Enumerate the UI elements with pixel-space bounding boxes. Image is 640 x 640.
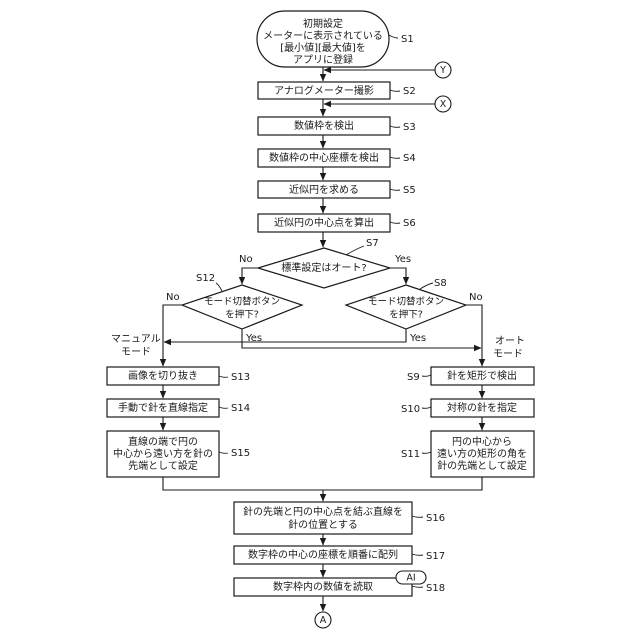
s7-yes-label: Yes	[394, 254, 411, 265]
s18-leader	[412, 586, 423, 587]
s12-text-1: モード切替ボタン	[204, 296, 280, 308]
s15-text-1: 直線の端で円の	[128, 435, 198, 448]
s13-text: 画像を切り抜き	[128, 369, 198, 382]
s16-label: S16	[426, 513, 445, 524]
s1-text-4: アプリに登録	[293, 53, 353, 66]
s10-text: 対称の針を指定	[447, 401, 517, 414]
s1-leader	[389, 35, 398, 38]
connector-ai-label: AI	[406, 573, 415, 584]
s8-label: S8	[434, 278, 447, 289]
s17-leader	[412, 554, 423, 555]
s14-leader	[219, 407, 228, 408]
s7-text: 標準設定はオート?	[281, 261, 366, 274]
s15-label: S15	[231, 448, 250, 459]
s7-no-label: No	[239, 254, 253, 265]
s6-label: S6	[403, 218, 416, 229]
flow-s8-no	[466, 305, 482, 366]
s5-leader	[390, 189, 400, 190]
s12-yes-label: Yes	[245, 333, 262, 344]
s12-no-label: No	[166, 292, 180, 303]
s11-label: S11	[401, 449, 420, 460]
s17-label: S17	[426, 551, 445, 562]
flow-s12-no	[163, 305, 182, 366]
s8-no-label: No	[469, 292, 483, 303]
s15-leader	[219, 452, 228, 453]
s4-leader	[390, 157, 400, 158]
s1-text-2: メーターに表示されている	[263, 29, 383, 42]
s7-label: S7	[366, 238, 379, 249]
s18-label: S18	[426, 583, 445, 594]
s1-text-3: [最小値][最大値]を	[280, 41, 366, 54]
s11-text-3: 針の先端として設定	[437, 459, 527, 472]
s3-text: 数値枠を検出	[294, 119, 354, 132]
s15-text-3: 先端として設定	[128, 459, 198, 472]
s13-label: S13	[231, 372, 250, 383]
s4-label: S4	[403, 153, 416, 164]
s1-text-1: 初期設定	[303, 17, 343, 30]
s6-text: 近似円の中心点を算出	[274, 216, 374, 229]
flow-s12-yes	[242, 329, 481, 348]
s12-label: S12	[196, 273, 215, 284]
auto-mode-label-2: モード	[493, 349, 523, 360]
s16-text-2: 針の位置とする	[288, 518, 358, 531]
s8-text-1: モード切替ボタン	[368, 296, 444, 308]
s2-text: アナログメーター撮影	[274, 84, 374, 97]
s11-leader	[422, 452, 431, 453]
s8-leader	[420, 283, 433, 289]
flow-s7-yes	[390, 268, 406, 284]
s15-text-2: 中心から遠い方を針の	[113, 447, 213, 460]
s8-text-2: を押下?	[389, 309, 423, 321]
s6-leader	[390, 222, 400, 223]
s16-leader	[412, 516, 423, 517]
flow-s7-no	[242, 268, 258, 284]
s18-text: 数字枠内の数値を読取	[273, 580, 373, 593]
connector-y-label: Y	[439, 65, 446, 76]
s4-text: 数値枠の中心座標を検出	[269, 151, 379, 164]
s2-leader	[390, 90, 400, 91]
s11-text-1: 円の中心から	[452, 435, 512, 448]
s9-text: 針を矩形で検出	[447, 369, 517, 382]
flow-s8-yes	[164, 329, 406, 342]
s12-leader	[216, 283, 222, 291]
s5-text: 近似円を求める	[289, 183, 359, 196]
auto-mode-label-1: オート	[495, 335, 525, 347]
s1-label: S1	[401, 34, 414, 45]
s9-label: S9	[407, 372, 420, 383]
s17-text: 数字枠の中心の座標を順番に配列	[248, 548, 398, 561]
s11-text-2: 遠い方の矩形の角を	[437, 447, 527, 460]
connector-x-label: X	[440, 99, 447, 110]
s9-leader	[422, 375, 431, 376]
s3-label: S3	[403, 122, 416, 133]
manual-mode-label-1: マニュアル	[111, 334, 161, 345]
s16-text-1: 針の先端と円の中心点を結ぶ直線を	[243, 505, 403, 518]
s2-label: S2	[403, 86, 416, 97]
connector-a-label: A	[320, 615, 327, 626]
s8-yes-label: Yes	[409, 333, 426, 344]
s10-label: S10	[401, 404, 420, 415]
s14-text: 手動で針を直線指定	[118, 401, 208, 414]
s13-leader	[219, 376, 228, 377]
s7-leader	[346, 246, 364, 255]
s12-text-2: を押下?	[225, 309, 259, 321]
flow-merge	[163, 477, 482, 490]
s14-label: S14	[231, 403, 250, 414]
s10-leader	[422, 407, 431, 408]
s3-leader	[390, 126, 400, 127]
s5-label: S5	[403, 185, 416, 196]
manual-mode-label-2: モード	[121, 347, 151, 358]
